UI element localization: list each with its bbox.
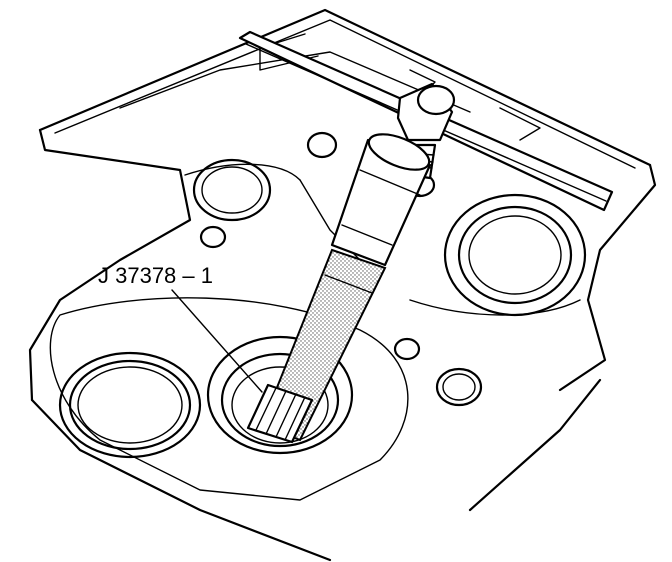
reamer-tool	[238, 30, 614, 444]
valve-bores	[58, 131, 587, 459]
callout-label: J 37378 – 1	[98, 263, 213, 288]
callout-leader-line	[171, 289, 263, 393]
callout: J 37378 – 1	[98, 263, 263, 393]
